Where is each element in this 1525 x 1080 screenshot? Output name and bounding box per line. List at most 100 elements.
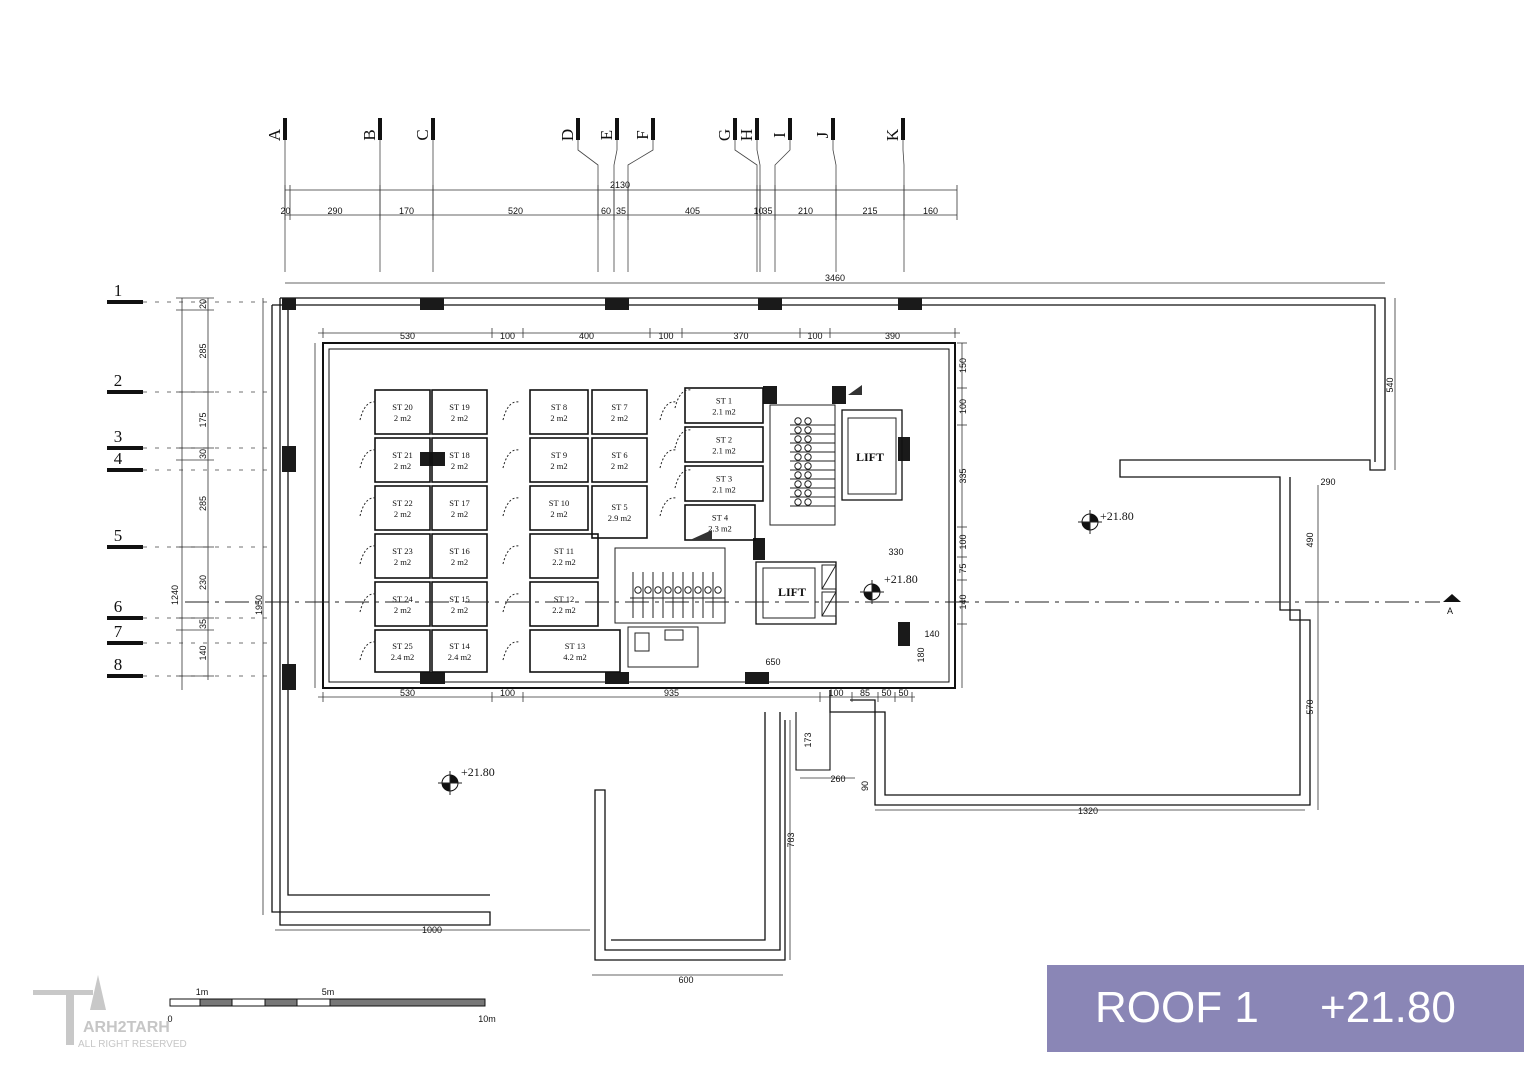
grid-row-label-3: 3 [114, 427, 123, 446]
room-name: ST 9 [551, 450, 567, 460]
dim-left-seg: 140 [198, 645, 208, 660]
dim-top-seg: 210 [798, 206, 813, 216]
room-name: ST 15 [449, 594, 469, 604]
stairs-lifts: LIFT LIFT [614, 385, 903, 668]
sheet-title: ROOF 1 [1095, 983, 1259, 1032]
level-label-3: +21.80 [461, 765, 495, 779]
room-name: ST 18 [449, 450, 469, 460]
dim-inner-top: 100 [807, 331, 822, 341]
grid-row-label-4: 4 [114, 449, 123, 468]
grid-col-label-E: E [597, 130, 616, 140]
dim-1320: 1320 [1078, 806, 1098, 816]
storage-room: ST 252.4 m2 [374, 629, 431, 673]
dim-inner-bottom: 100 [500, 688, 515, 698]
dim-left-seg: 30 [198, 449, 208, 459]
room-name: ST 10 [549, 498, 569, 508]
dim-top-seg: 160 [923, 206, 938, 216]
room-name: ST 3 [716, 474, 732, 484]
scale-label-10m: 10m [478, 1014, 496, 1024]
dim-outer-top: 3460 [825, 273, 845, 283]
dim-inner-bottom: 50 [898, 688, 908, 698]
dim-right: 75 [958, 563, 968, 573]
room-area: 2 m2 [550, 413, 567, 423]
outer-columns [282, 298, 922, 690]
storage-room: ST 62 m2 [591, 437, 648, 483]
room-name: ST 22 [392, 498, 412, 508]
storage-room: ST 32.1 m2 [684, 465, 764, 502]
dim-top-seg: 170 [399, 206, 414, 216]
room-name: ST 11 [554, 546, 574, 556]
storage-room: ST 192 m2 [431, 389, 488, 435]
dim-inner-bottom: 530 [400, 688, 415, 698]
room-area: 2 m2 [451, 605, 468, 615]
scale-label-1m: 1m [196, 987, 209, 997]
dim-outer-left: 1950 [254, 595, 264, 615]
room-area: 4.2 m2 [563, 652, 587, 662]
grid-col-label-J: J [813, 131, 832, 138]
storage-room: ST 122.2 m2 [529, 581, 599, 627]
dim-left-seg: 285 [198, 343, 208, 358]
room-name: ST 24 [392, 594, 413, 604]
dim-490: 490 [1305, 532, 1315, 547]
dim-left-seg: 230 [198, 575, 208, 590]
room-name: ST 4 [712, 513, 729, 523]
storage-room: ST 162 m2 [431, 533, 488, 579]
dim-inner-top: 400 [579, 331, 594, 341]
storage-room: ST 182 m2 [431, 437, 488, 483]
storage-room: ST 72 m2 [591, 389, 648, 435]
room-area: 2 m2 [451, 557, 468, 567]
room-area: 2 m2 [394, 509, 411, 519]
dim-140: 140 [924, 629, 939, 639]
storage-room: ST 134.2 m2 [529, 629, 621, 673]
grid-row-label-5: 5 [114, 526, 123, 545]
section-marker-label: A [1447, 606, 1453, 616]
grid-col-label-D: D [558, 129, 577, 141]
dim-top-seg: 215 [862, 206, 877, 216]
dim-260: 260 [830, 774, 845, 784]
grid-col-label-G: G [715, 129, 734, 141]
storage-room: ST 42.3 m2 [684, 504, 756, 541]
room-name: ST 16 [449, 546, 469, 556]
room-area: 2 m2 [451, 413, 468, 423]
grid-row-label-6: 6 [114, 597, 123, 616]
room-name: ST 17 [449, 498, 469, 508]
room-area: 2.9 m2 [608, 513, 632, 523]
room-area: 2 m2 [611, 461, 628, 471]
storage-room: ST 102 m2 [529, 485, 589, 531]
storage-room: ST 202 m2 [374, 389, 431, 435]
storage-room: ST 222 m2 [374, 485, 431, 531]
room-area: 2 m2 [394, 461, 411, 471]
dim-1000: 1000 [422, 925, 442, 935]
storage-room: ST 12.1 m2 [684, 387, 764, 424]
room-area: 2.1 m2 [712, 407, 736, 417]
storage-room: ST 232 m2 [374, 533, 431, 579]
room-area: 2.2 m2 [552, 605, 576, 615]
room-area: 2.3 m2 [708, 524, 732, 534]
dim-top-seg: 20 [280, 206, 290, 216]
storage-room: ST 142.4 m2 [431, 629, 488, 673]
room-name: ST 20 [392, 402, 412, 412]
dim-inner-bottom: 85 [860, 688, 870, 698]
room-area: 2.1 m2 [712, 446, 736, 456]
room-area: 2.4 m2 [448, 652, 472, 662]
dim-inner-top: 100 [658, 331, 673, 341]
room-name: ST 2 [716, 435, 732, 445]
room-area: 2 m2 [611, 413, 628, 423]
storage-room: ST 112.2 m2 [529, 533, 599, 579]
scale-bar: 0 1m 5m 10m [167, 987, 495, 1024]
room-name: ST 19 [449, 402, 469, 412]
grid-col-label-C: C [413, 129, 432, 140]
level-markers: +21.80 +21.80 +21.80 [438, 509, 1134, 795]
section-line: A [185, 594, 1461, 616]
dim-top-seg: 290 [327, 206, 342, 216]
dim-inner-top: 390 [885, 331, 900, 341]
outer-parapet: 1000 600 783 173 260 90 1320 540 290 490… [271, 297, 1396, 985]
room-name: ST 8 [551, 402, 567, 412]
dim-290: 290 [1320, 477, 1335, 487]
storage-room: ST 92 m2 [529, 437, 589, 483]
lift-label-1: LIFT [856, 450, 884, 464]
dim-top-seg: 405 [685, 206, 700, 216]
